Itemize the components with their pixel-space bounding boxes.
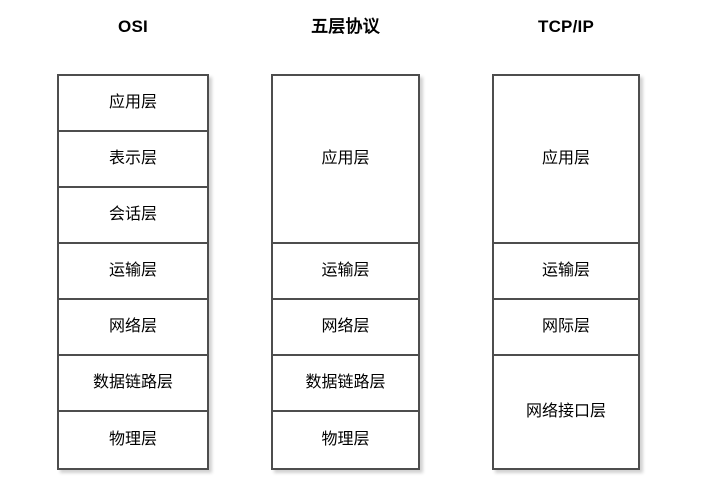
layer-row: 表示层 (59, 132, 207, 188)
layer-label: 表示层 (108, 150, 157, 167)
layer-row: 物理层 (273, 412, 418, 468)
layer-row: 网络层 (273, 300, 418, 356)
layer-row: 数据链路层 (59, 356, 207, 412)
layer-label: 物理层 (321, 431, 370, 448)
layer-label: 应用层 (321, 150, 370, 167)
layer-label: 会话层 (108, 206, 157, 223)
model-title-five-layer: 五层协议 (311, 17, 380, 36)
layer-stack-five-layer: 应用层 运输层 网络层 数据链路层 物理层 (271, 74, 420, 470)
model-column-tcpip: TCP/IP 应用层 运输层 网际层 网络接口层 (492, 0, 640, 485)
layer-label: 网络接口层 (525, 403, 606, 420)
layer-row: 数据链路层 (273, 356, 418, 412)
layer-row: 应用层 (494, 76, 638, 244)
layer-label: 应用层 (541, 150, 590, 167)
layer-label: 应用层 (108, 94, 157, 111)
layer-row: 网际层 (494, 300, 638, 356)
layer-stack-osi: 应用层 表示层 会话层 运输层 网络层 数据链路层 物理层 (57, 74, 209, 470)
layer-label: 数据链路层 (92, 374, 173, 391)
model-column-osi: OSI 应用层 表示层 会话层 运输层 网络层 数据链路层 物理层 (57, 0, 209, 485)
layer-row: 会话层 (59, 188, 207, 244)
layer-label: 物理层 (108, 431, 157, 448)
layer-row: 运输层 (494, 244, 638, 300)
layer-stack-tcpip: 应用层 运输层 网际层 网络接口层 (492, 74, 640, 470)
layer-row: 物理层 (59, 412, 207, 468)
model-title-tcpip: TCP/IP (538, 17, 594, 36)
layer-row: 运输层 (273, 244, 418, 300)
layer-label: 网络层 (321, 318, 370, 335)
layer-row: 网络层 (59, 300, 207, 356)
layer-label: 运输层 (541, 262, 590, 279)
layer-row: 应用层 (273, 76, 418, 244)
layer-row: 网络接口层 (494, 356, 638, 468)
layer-label: 运输层 (321, 262, 370, 279)
model-column-five-layer: 五层协议 应用层 运输层 网络层 数据链路层 物理层 (271, 0, 420, 485)
layer-label: 网络层 (108, 318, 157, 335)
layer-label: 数据链路层 (305, 374, 386, 391)
model-title-osi: OSI (118, 17, 148, 36)
layer-row: 应用层 (59, 76, 207, 132)
layer-row: 运输层 (59, 244, 207, 300)
layer-label: 运输层 (108, 262, 157, 279)
layer-label: 网际层 (541, 318, 590, 335)
